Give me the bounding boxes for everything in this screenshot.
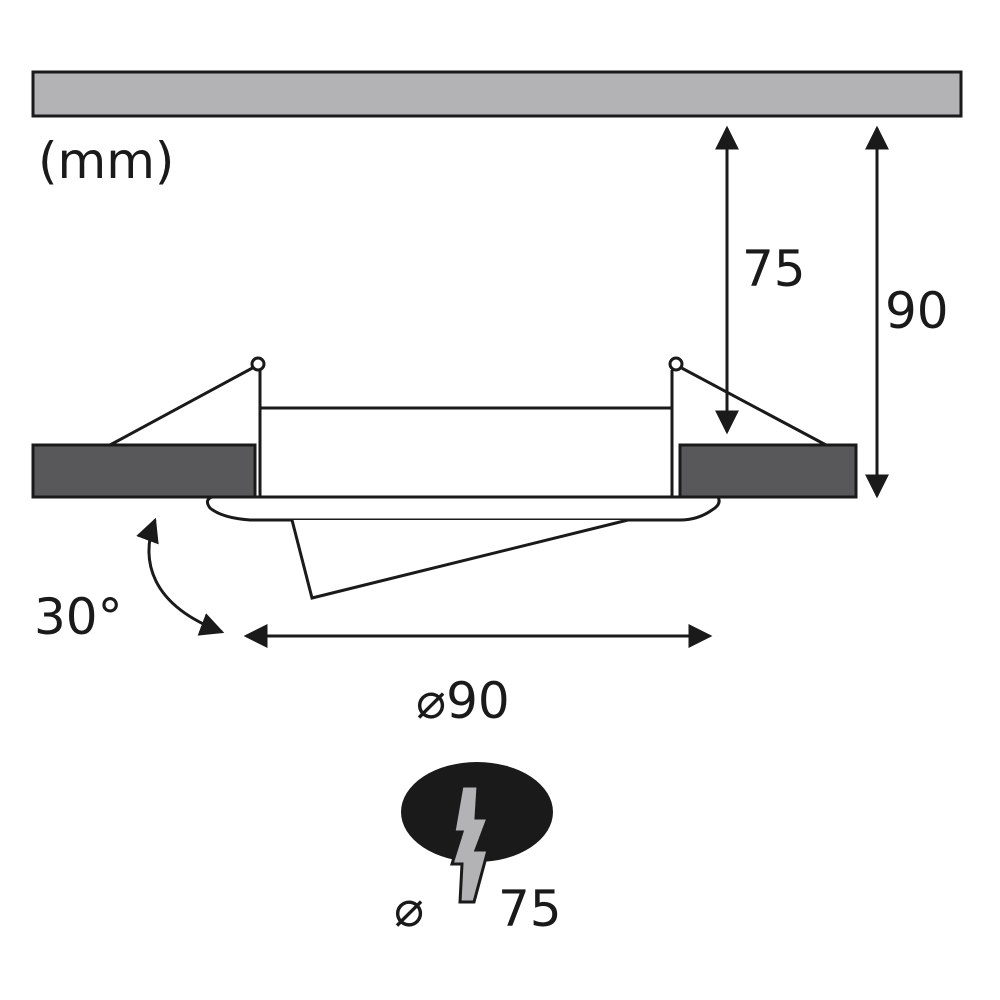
tilted-lamp-insert: [290, 518, 629, 600]
fixture-bezel: [205, 495, 721, 522]
ceiling-slab: [31, 70, 963, 118]
depth-total-label: 90: [885, 282, 949, 340]
unit-label: (mm): [38, 132, 174, 190]
tilt-angle-label: 30°: [34, 588, 123, 646]
cutout-diameter-label: 75: [498, 880, 562, 938]
drill-bit-icon: [449, 784, 491, 904]
spring-clip-left: [109, 363, 259, 447]
spring-clip-left-pivot: [250, 356, 266, 372]
spring-clip-right: [675, 363, 827, 447]
outer-diameter-label: ⌀90: [416, 672, 510, 730]
ceiling-panel-left: [31, 443, 257, 499]
cutout-diameter-symbol: ⌀: [394, 880, 424, 938]
ceiling-panel-right: [678, 443, 858, 499]
depth-inner-label: 75: [742, 240, 806, 298]
spring-clip-right-pivot: [668, 356, 684, 372]
tilt-angle-arrow: [136, 517, 225, 636]
